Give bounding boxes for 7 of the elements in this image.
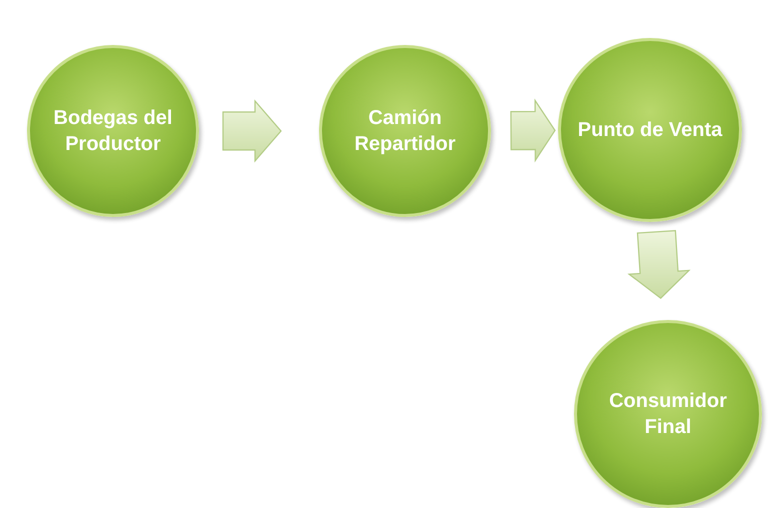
block-arrow [510,98,556,163]
block-arrow [222,99,282,163]
node-label: Punto de Venta [576,118,724,143]
block-arrow [627,230,691,299]
node-label: Camión Repartidor [353,106,457,157]
node-label: Consumidor Final [608,389,728,440]
node-label: Bodegas del Productor [52,106,174,157]
